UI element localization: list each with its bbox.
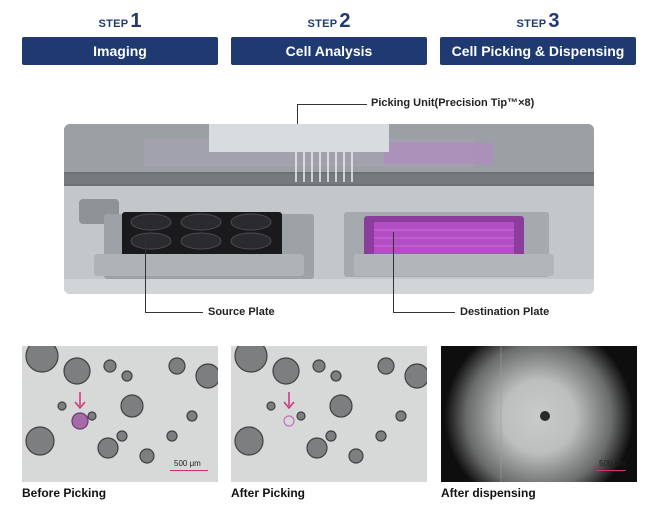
caption-after-picking: After Picking — [231, 486, 306, 500]
callout-line — [393, 312, 455, 313]
callout-line — [297, 104, 367, 105]
step-title-imaging: Imaging — [22, 37, 218, 65]
caption-before-picking: Before Picking — [22, 486, 107, 500]
instrument-photo — [64, 124, 594, 294]
dispensed-cell-illustration — [500, 346, 550, 482]
step-number: 3 — [548, 10, 560, 32]
cell-cluster-illustration — [25, 346, 218, 464]
callout-line — [145, 312, 203, 313]
after-dispensing-image: 500 μm — [441, 346, 637, 482]
caption-after-dispensing: After dispensing — [441, 486, 536, 500]
scale-label: 500 μm — [174, 459, 201, 468]
callout-line — [393, 232, 394, 313]
source-plate-label: Source Plate — [208, 306, 275, 318]
step-title-cell-picking: Cell Picking & Dispensing — [440, 37, 636, 65]
cell-cluster-illustration — [234, 346, 427, 464]
picking-unit-label: Picking Unit(Precision Tip™×8) — [371, 97, 535, 109]
after-picking-image — [231, 346, 427, 482]
scale-bar — [170, 470, 208, 471]
scale-label: 500 μm — [599, 459, 626, 468]
scale-bar — [596, 470, 626, 471]
before-picking-image: 500 μm — [22, 346, 218, 482]
step-label: STEP — [307, 18, 338, 30]
step-label: STEP — [98, 18, 129, 30]
destination-plate-label: Destination Plate — [460, 306, 550, 318]
step-title-cell-analysis: Cell Analysis — [231, 37, 427, 65]
step-number: 2 — [339, 10, 351, 32]
step-number: 1 — [130, 10, 142, 32]
step-label: STEP — [516, 18, 547, 30]
instrument-illustration — [64, 124, 594, 294]
callout-line — [145, 235, 146, 313]
